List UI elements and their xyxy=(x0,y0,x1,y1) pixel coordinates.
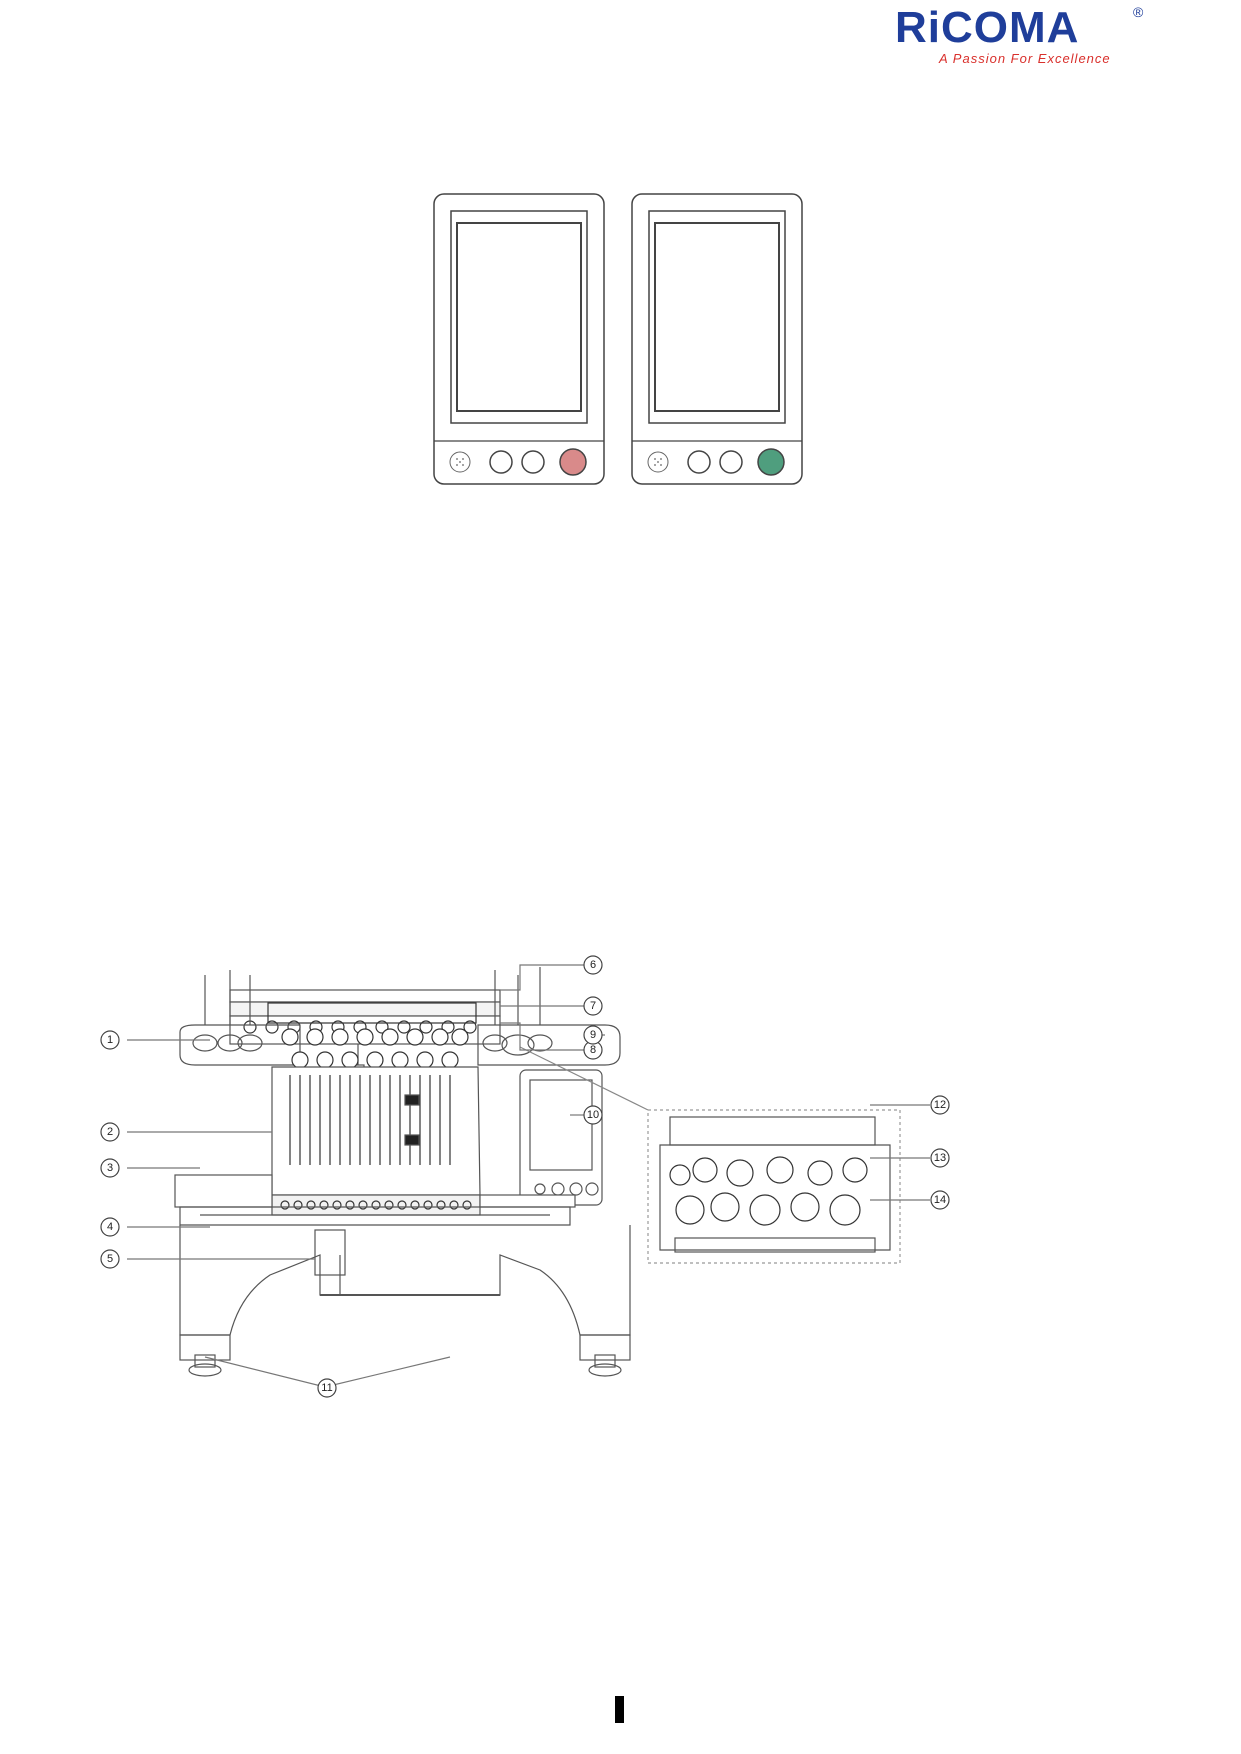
callout-circle-10 xyxy=(583,1105,603,1125)
control-panel-stopped xyxy=(433,193,605,485)
callout-circle-7 xyxy=(583,996,603,1016)
round-button-icon[interactable] xyxy=(719,450,743,474)
callout-number-14: 14 xyxy=(934,1194,946,1206)
hoop-table xyxy=(174,1174,576,1226)
callout-number-13: 13 xyxy=(934,1152,946,1164)
machine-head xyxy=(271,1066,481,1216)
round-button-icon[interactable] xyxy=(687,450,711,474)
callout-circle-12 xyxy=(930,1095,950,1115)
registered-mark: ® xyxy=(1133,4,1144,20)
callout-number-11: 11 xyxy=(321,1382,332,1394)
callout-number-12: 12 xyxy=(934,1099,946,1111)
tension-detail-inset xyxy=(519,1046,901,1264)
callout-number-2: 2 xyxy=(107,1126,113,1138)
leveling-foot xyxy=(588,1354,622,1377)
speaker-icon xyxy=(647,451,669,473)
machine-base xyxy=(179,1225,631,1377)
leveling-foot xyxy=(188,1354,222,1377)
logo-wordmark: RiCOMA xyxy=(895,3,1080,52)
callout-circle-6 xyxy=(583,955,603,975)
callout-circle-14 xyxy=(930,1190,950,1210)
callout-number-9: 9 xyxy=(590,1029,596,1041)
ricoma-logo: RiCOMA ® A Passion For Excellence xyxy=(895,3,1195,66)
speaker-icon xyxy=(449,451,471,473)
callout-circle-13 xyxy=(930,1148,950,1168)
callout-number-5: 5 xyxy=(107,1253,113,1265)
callout-number-8: 8 xyxy=(590,1044,596,1056)
callout-circle-5 xyxy=(100,1249,120,1269)
start-button-icon[interactable] xyxy=(757,448,785,476)
callout-circle-2 xyxy=(100,1122,120,1142)
callout-circle-1 xyxy=(100,1030,120,1050)
callout-number-7: 7 xyxy=(590,1000,596,1012)
callout-number-6: 6 xyxy=(590,959,596,971)
stop-button-icon[interactable] xyxy=(559,448,587,476)
callout-number-10: 10 xyxy=(587,1109,599,1121)
round-button-icon[interactable] xyxy=(521,450,545,474)
callout-circle-4 xyxy=(100,1217,120,1237)
callout-leaders xyxy=(127,964,930,1388)
callout-circle-3 xyxy=(100,1158,120,1178)
tension-assembly xyxy=(267,1002,477,1069)
callout-number-1: 1 xyxy=(107,1034,113,1046)
control-panel-running xyxy=(631,193,803,485)
callout-number-3: 3 xyxy=(107,1162,113,1174)
callout-circle-11 xyxy=(317,1378,337,1398)
logo-tagline: A Passion For Excellence xyxy=(939,51,1111,66)
callout-circle-9 xyxy=(583,1025,603,1045)
page-marker xyxy=(615,1696,624,1723)
touch-screen xyxy=(519,1069,603,1206)
callout-number-4: 4 xyxy=(107,1221,113,1233)
embroidery-machine-diagram: 1 2 3 4 5 6 7 8 9 10 11 12 13 14 xyxy=(100,955,950,1398)
round-button-icon[interactable] xyxy=(489,450,513,474)
